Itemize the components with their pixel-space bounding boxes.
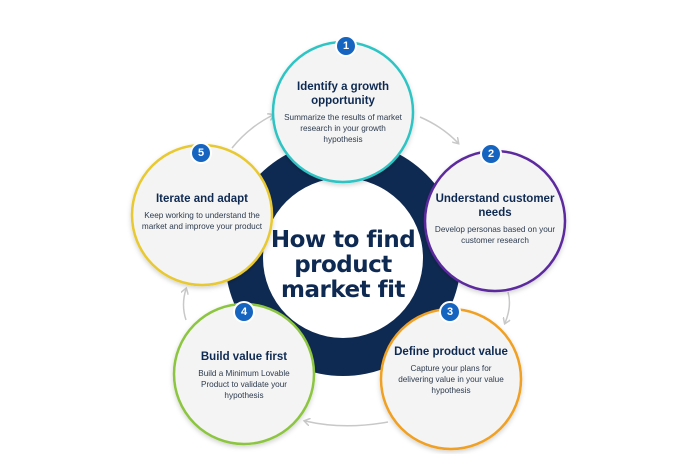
step-3-badge: 3 [439,301,461,323]
step-2-description: Develop personas based on your customer … [434,225,556,245]
step-3-text: Define product value Capture your plans … [394,345,508,396]
step-2-title: Understand customer needs [435,193,555,219]
arrow-4-to-5 [184,289,187,321]
step-3-description: Capture your plans for delivering value … [398,364,504,395]
step-1-badge: 1 [335,35,357,57]
arrow-5-to-1 [231,115,273,149]
step-4-badge: 4 [233,301,255,323]
step-4-text: Build value first Build a Minimum Lovabl… [186,350,302,401]
step-5-text: Iterate and adapt Keep working to unders… [140,192,264,232]
step-4-description: Build a Minimum Lovable Product to valid… [198,369,290,400]
step-1-title: Identify a growth opportunity [297,81,389,107]
step-2-text: Understand customer needs Develop person… [433,192,557,246]
step-4-title: Build value first [200,351,288,363]
arrow-3-to-4 [305,421,389,427]
arrow-2-to-3 [505,291,509,323]
step-3-title: Define product value [394,346,508,358]
center-disc [263,178,423,338]
step-5-badge: 5 [190,142,212,164]
step-5-title: Iterate and adapt [155,193,249,205]
arrow-1-to-2 [419,116,458,143]
center-title: How to find product market fit [270,227,416,303]
step-5-description: Keep working to understand the market an… [141,211,263,231]
step-2-badge: 2 [480,143,502,165]
step-1-text: Identify a growth opportunity Summarize … [283,80,403,145]
step-1-description: Summarize the results of market research… [284,113,402,144]
